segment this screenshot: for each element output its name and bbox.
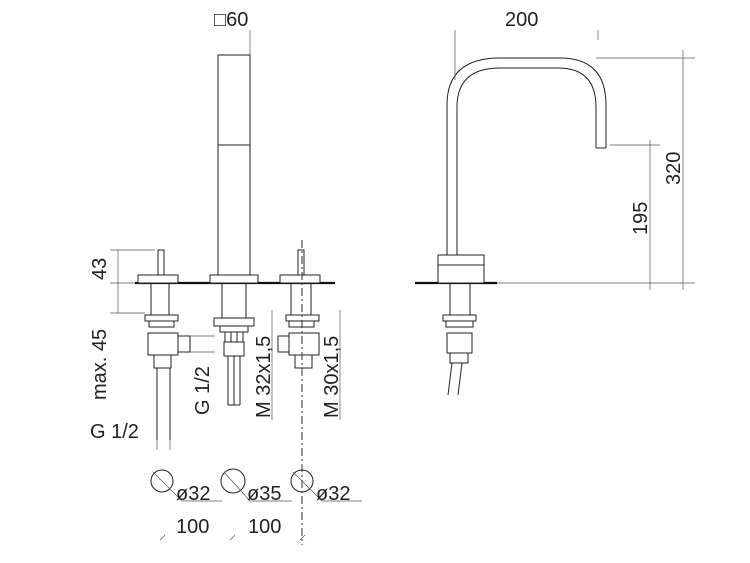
spout-inner (456, 67, 597, 255)
deck-holes: ø32 ø35 ø32 100 100 (150, 468, 362, 541)
hand-shower (217, 54, 251, 276)
hole-middle-label: ø35 (247, 483, 281, 505)
spout-base (437, 254, 485, 284)
spout-height-label: 195 (630, 202, 652, 235)
max-depth-label: max. 45 (89, 329, 111, 400)
handshower-size-label: □60 (214, 9, 248, 31)
hole-right-label: ø32 (316, 483, 350, 505)
spacing-right-label: 100 (248, 516, 281, 538)
hole-middle (220, 468, 246, 494)
front-view: □60 43 max. 45 G 1/2 G 1/2 M 32x1,5 M 30… (89, 9, 343, 545)
spacing-left-label: 100 (176, 516, 209, 538)
right-valve (277, 249, 321, 369)
spout-outer (446, 57, 607, 255)
left-valve (137, 249, 191, 440)
reach-label: 200 (505, 9, 538, 31)
total-height-label: 320 (663, 152, 685, 185)
side-view: 200 320 195 (415, 9, 695, 396)
thread-middle-label: M 32x1,5 (253, 336, 275, 418)
thread-right-label: M 30x1,5 (321, 336, 343, 418)
connection-middle-label: G 1/2 (192, 366, 214, 415)
hole-right (290, 469, 314, 493)
hole-left (150, 469, 174, 493)
connection-left-label: G 1/2 (90, 421, 139, 443)
hole-left-label: ø32 (176, 483, 210, 505)
handle-height-label: 43 (89, 258, 111, 280)
